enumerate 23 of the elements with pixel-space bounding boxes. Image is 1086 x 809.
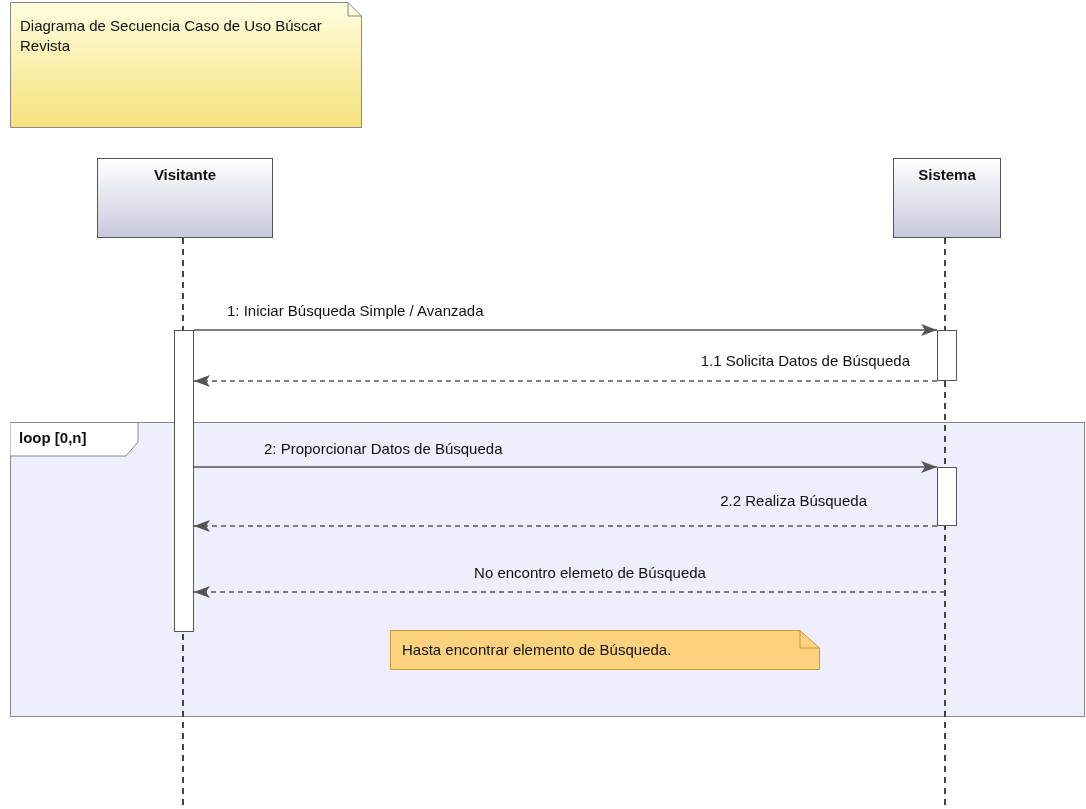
message-label: 1.1 Solicita Datos de Búsqueda (698, 352, 912, 369)
activation-bar (937, 467, 957, 526)
note (10, 2, 362, 128)
note-text: Diagrama de Secuencia Caso de Uso Búscar Revista (20, 16, 323, 57)
message-label: 2: Proporcionar Datos de Búsqueda (262, 440, 505, 457)
loop-fragment (10, 422, 1085, 717)
message-label: 1: Iniciar Búsqueda Simple / Avanzada (225, 302, 486, 319)
message-label: No encontro elemeto de Búsqueda (472, 564, 708, 581)
message-arrow (193, 461, 938, 473)
activation-bar (937, 330, 957, 381)
lifeline-name: Sistema (917, 165, 977, 185)
message-label: 2.2 Realiza Búsqueda (718, 492, 869, 509)
message-arrow (193, 324, 938, 336)
lifeline-name: Visitante (152, 165, 218, 185)
message-arrow (193, 375, 938, 387)
note-text: Hasta encontrar elemento de Búsqueda. (402, 640, 673, 660)
message-arrow (193, 520, 938, 532)
activation-bar (174, 330, 194, 632)
lifeline-header (97, 158, 273, 238)
loop-label: loop [0,n] (19, 429, 87, 446)
note (390, 630, 820, 670)
lifeline-header (893, 158, 1001, 238)
message-arrow (193, 586, 946, 598)
